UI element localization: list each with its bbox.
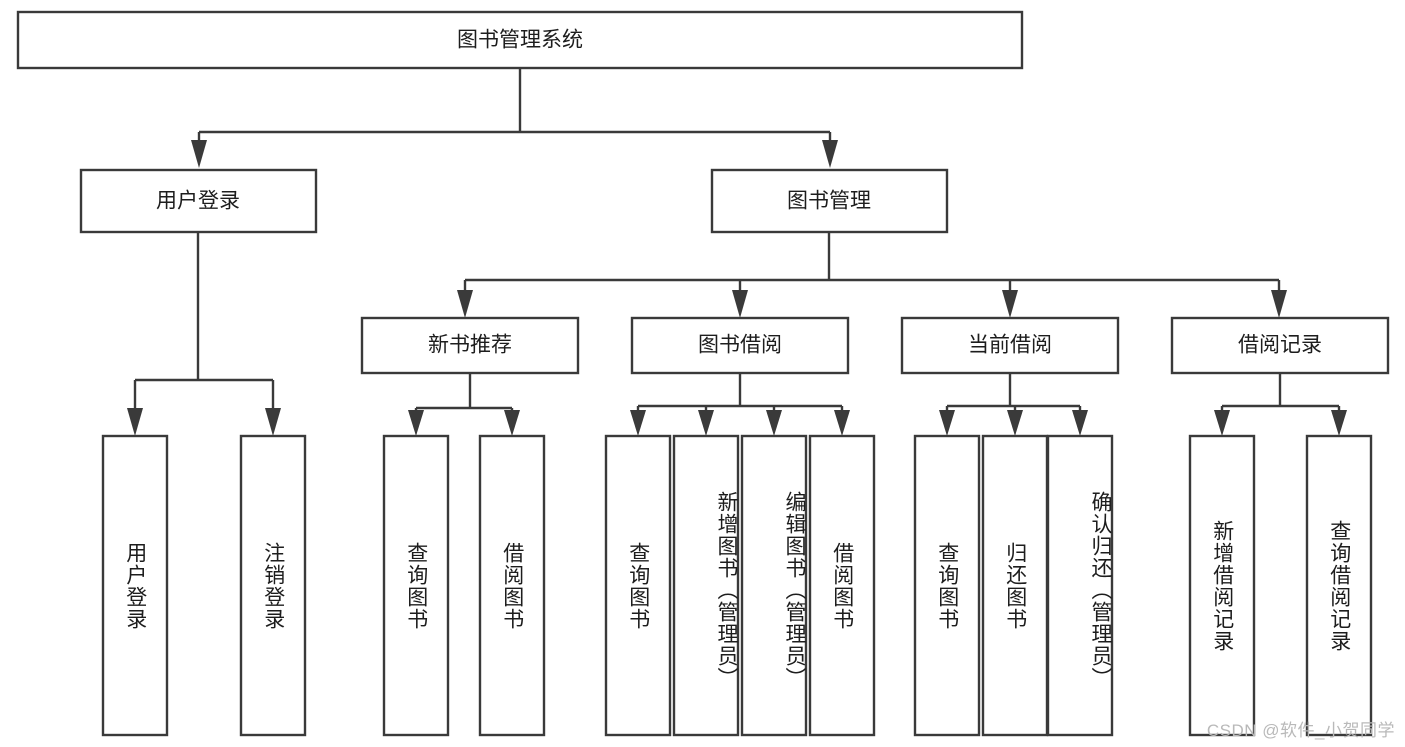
arrow-head-login-leaf-2 (265, 408, 281, 436)
node-book-management-box[interactable] (710, 168, 949, 234)
node-user-login[interactable]: 用户登录 (79, 168, 318, 234)
node-new-book-recommend-label: 新书推荐 (428, 334, 512, 357)
node-current-borrow-box[interactable] (900, 316, 1120, 375)
arrow-head-to-borrow-records (1271, 290, 1287, 318)
node-root-label: 图书管理系统 (457, 29, 583, 52)
leaf-box-borrow-records-1[interactable] (1305, 434, 1373, 737)
node-user-login-label: 用户登录 (156, 190, 240, 213)
node-root-box[interactable] (16, 10, 1024, 70)
node-current-borrow[interactable]: 当前借阅 (900, 316, 1120, 375)
node-new-book-recommend-box[interactable] (360, 316, 580, 375)
node-new-book-recommend[interactable]: 新书推荐 (360, 316, 580, 375)
node-book-borrow[interactable]: 图书借阅 (630, 316, 850, 375)
leaf-box-new-book-1[interactable] (478, 434, 546, 737)
leaf-box-current-borrow-0[interactable] (913, 434, 981, 737)
arrow-head-bookborrow-leaf-4 (834, 410, 850, 436)
arrow-head-newbook-leaf-2 (504, 410, 520, 436)
arrow-head-bookborrow-leaf-2 (698, 410, 714, 436)
arrow-head-currentborrow-leaf-3 (1072, 410, 1088, 436)
arrow-head-bookborrow-leaf-3 (766, 410, 782, 436)
arrow-head-currentborrow-leaf-2 (1007, 410, 1023, 436)
leaf-box-borrow-records-0[interactable] (1188, 434, 1256, 737)
arrow-head-to-current-borrow (1002, 290, 1018, 318)
leaf-box-book-borrow-0[interactable] (604, 434, 672, 737)
node-borrow-records-box[interactable] (1170, 316, 1390, 375)
watermark-text: CSDN @软件_小贺同学 (1206, 721, 1395, 740)
leaf-box-current-borrow-2[interactable] (1046, 434, 1114, 737)
node-current-borrow-label: 当前借阅 (968, 334, 1052, 357)
arrow-head-to-bookmgmt (822, 140, 838, 168)
leaf-box-book-borrow-1[interactable] (672, 434, 740, 737)
arrow-head-borrowrecords-leaf-1 (1214, 410, 1230, 436)
leaf-box-book-borrow-2[interactable] (740, 434, 808, 737)
node-borrow-records[interactable]: 借阅记录 (1170, 316, 1390, 375)
arrow-head-newbook-leaf-1 (408, 410, 424, 436)
leaf-box-current-borrow-1[interactable] (981, 434, 1049, 737)
node-book-borrow-label: 图书借阅 (698, 334, 782, 357)
arrow-head-to-new-book (457, 290, 473, 318)
arrow-head-currentborrow-leaf-1 (939, 410, 955, 436)
node-book-management[interactable]: 图书管理 (710, 168, 949, 234)
arrow-head-bookborrow-leaf-1 (630, 410, 646, 436)
node-book-management-label: 图书管理 (787, 190, 871, 213)
leaf-box-user-login-1[interactable] (239, 434, 307, 737)
leaf-box-book-borrow-3[interactable] (808, 434, 876, 737)
node-root[interactable]: 图书管理系统 (16, 10, 1024, 70)
node-book-borrow-box[interactable] (630, 316, 850, 375)
arrow-head-borrowrecords-leaf-2 (1331, 410, 1347, 436)
arrow-head-to-book-borrow (732, 290, 748, 318)
arrow-head-login-leaf-1 (127, 408, 143, 436)
leaf-box-user-login-0[interactable] (101, 434, 169, 737)
leaf-box-new-book-0[interactable] (382, 434, 450, 737)
arrow-head-to-login (191, 140, 207, 168)
node-borrow-records-label: 借阅记录 (1238, 334, 1322, 357)
